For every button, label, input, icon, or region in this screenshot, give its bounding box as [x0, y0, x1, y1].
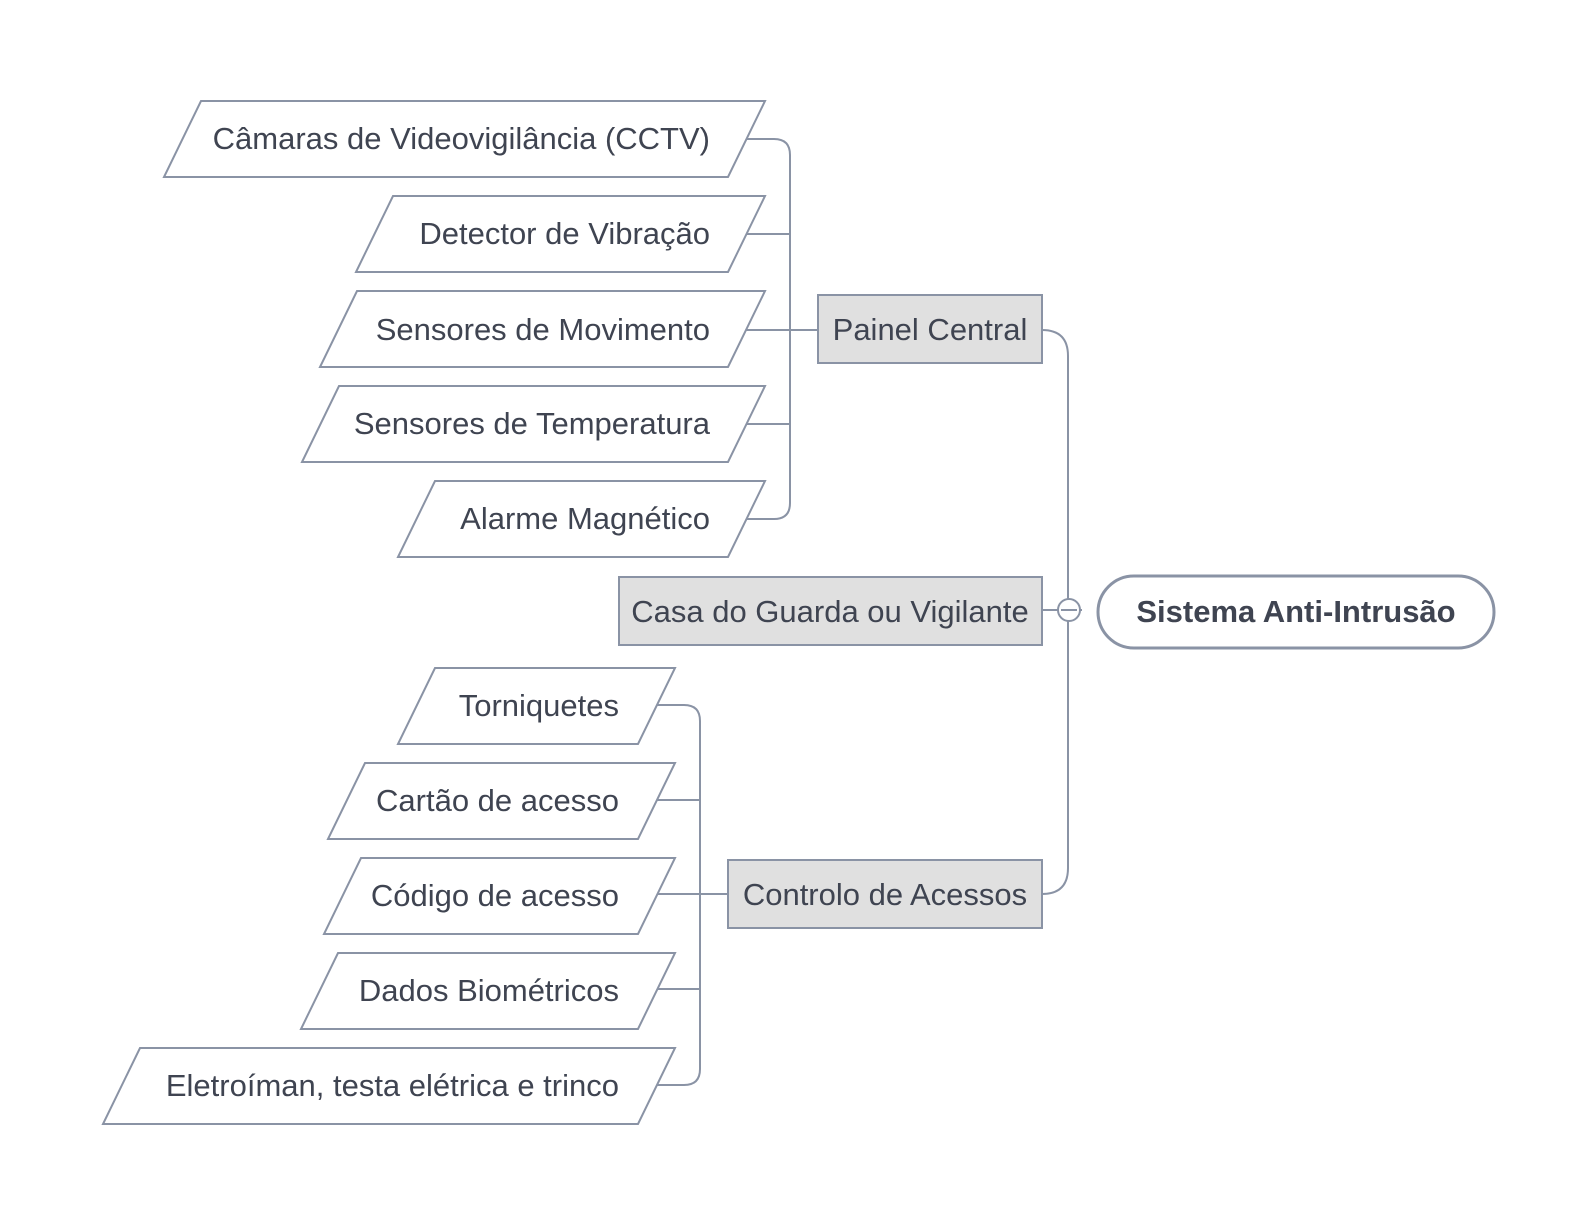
leaf-node[interactable]: Cartão de acesso: [326, 762, 677, 840]
leaf-node[interactable]: Código de acesso: [322, 857, 677, 935]
branch-label: Casa do Guarda ou Vigilante: [631, 594, 1029, 629]
leaf-label: Câmaras de Videovigilância (CCTV): [213, 121, 710, 156]
leaf-node[interactable]: Câmaras de Videovigilância (CCTV): [162, 100, 767, 178]
leaf-node[interactable]: Alarme Magnético: [396, 480, 767, 558]
leaf-node[interactable]: Torniquetes: [396, 667, 677, 745]
leaf-label: Sensores de Temperatura: [354, 406, 711, 441]
leaf-label: Eletroíman, testa elétrica e trinco: [166, 1068, 619, 1103]
leaf-node[interactable]: Sensores de Temperatura: [300, 385, 767, 463]
branch-controlo-acessos[interactable]: Controlo de Acessos: [727, 859, 1043, 929]
collapse-toggle-icon[interactable]: [1057, 598, 1081, 622]
leaf-label: Cartão de acesso: [376, 783, 619, 818]
branch-label: Painel Central: [833, 312, 1028, 347]
branch-casa-guarda[interactable]: Casa do Guarda ou Vigilante: [618, 576, 1043, 646]
root-label: Sistema Anti-Intrusão: [1136, 594, 1455, 629]
branch-label: Controlo de Acessos: [743, 877, 1027, 912]
leaf-node[interactable]: Detector de Vibração: [354, 195, 767, 273]
leaf-node[interactable]: Sensores de Movimento: [318, 290, 767, 368]
leaf-label: Sensores de Movimento: [376, 312, 710, 347]
root-node[interactable]: Sistema Anti-Intrusão: [1096, 574, 1496, 650]
leaf-node[interactable]: Eletroíman, testa elétrica e trinco: [101, 1047, 677, 1125]
leaf-node[interactable]: Dados Biométricos: [299, 952, 677, 1030]
leaf-label: Torniquetes: [459, 688, 619, 723]
leaf-label: Dados Biométricos: [359, 973, 619, 1008]
leaf-label: Detector de Vibração: [419, 216, 710, 251]
leaf-label: Código de acesso: [371, 878, 619, 913]
connector-lines: [654, 138, 1082, 1086]
branch-painel-central[interactable]: Painel Central: [817, 294, 1043, 364]
leaf-label: Alarme Magnético: [460, 501, 710, 536]
